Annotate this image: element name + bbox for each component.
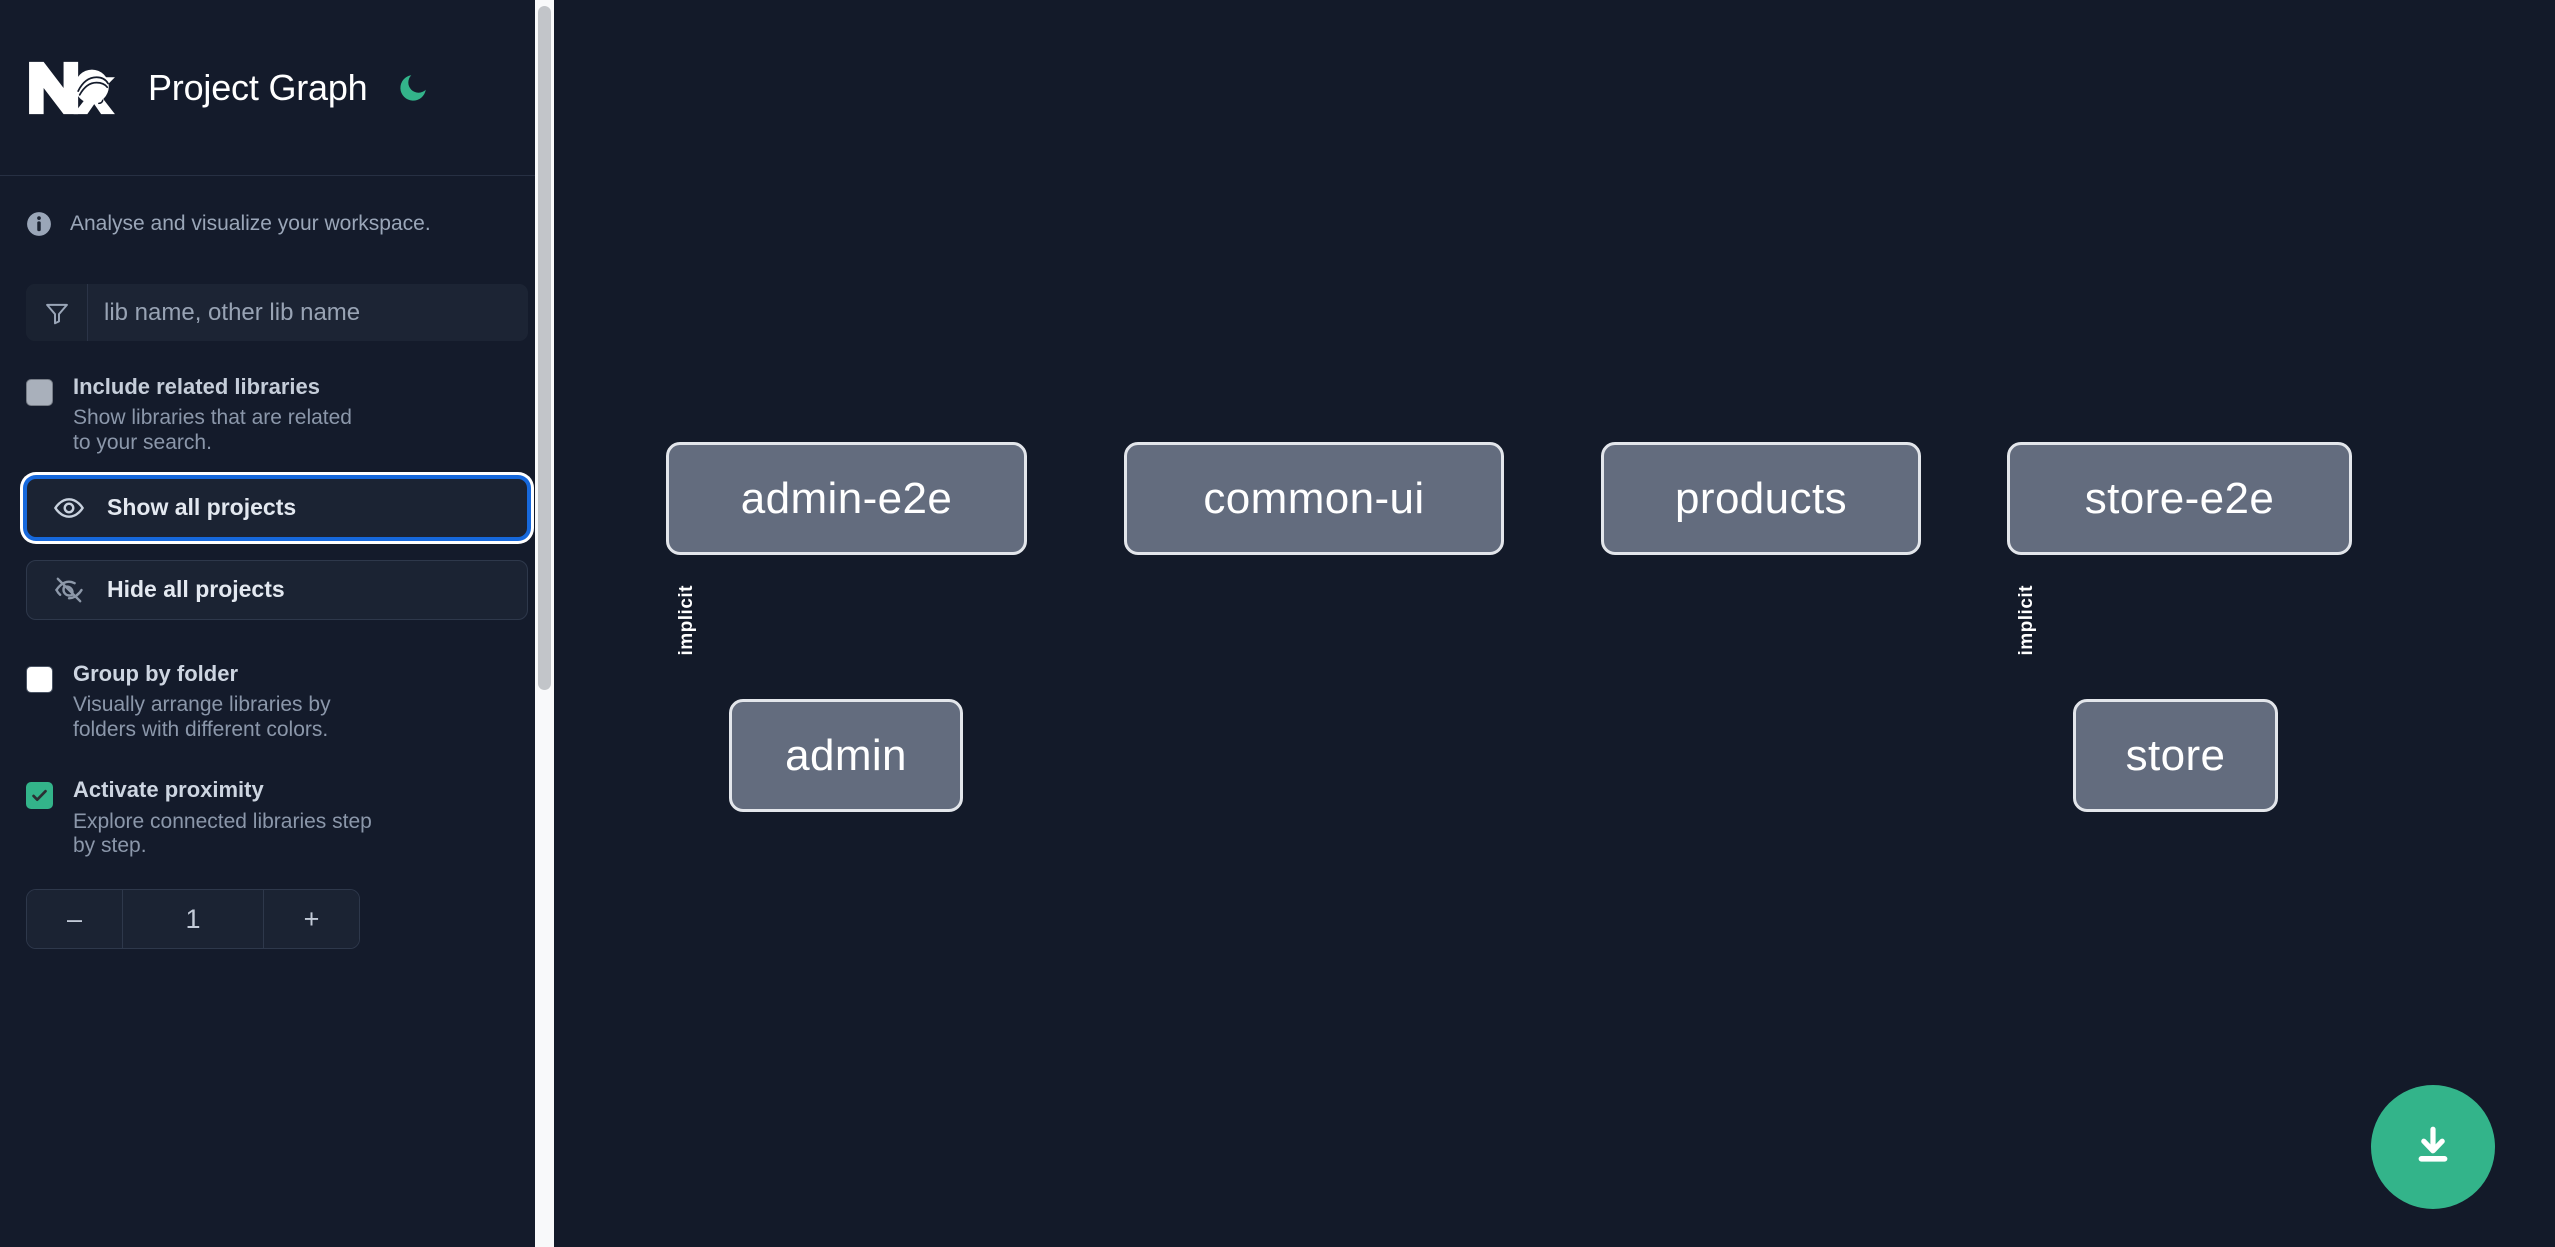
graph-node-admin-e2e[interactable]: admin-e2e <box>666 442 1027 555</box>
show-all-projects-button[interactable]: Show all projects <box>26 477 528 538</box>
option-group-by-folder[interactable]: Group by folder Visually arrange librari… <box>26 660 528 743</box>
proximity-stepper[interactable]: – 1 + <box>26 889 360 950</box>
funnel-icon <box>26 284 88 341</box>
option-text: Activate proximity Explore connected lib… <box>73 778 373 859</box>
hide-all-projects-button[interactable]: Hide all projects <box>26 559 528 620</box>
show-all-projects-label: Show all projects <box>107 494 297 521</box>
workspace-tagline: Analyse and visualize your workspace. <box>0 176 554 272</box>
option-label: Include related libraries <box>73 374 320 399</box>
edge-label-store-implicit: implicit <box>2016 585 2037 656</box>
filter-input[interactable] <box>88 284 528 341</box>
sidebar-scrollbar-thumb[interactable] <box>538 6 551 690</box>
page-title: Project Graph <box>148 66 368 108</box>
nx-logo-icon <box>26 57 118 119</box>
eye-icon <box>53 492 85 524</box>
sidebar-scrollbar[interactable] <box>535 0 554 1247</box>
option-description: Explore connected libraries step by step… <box>73 809 372 858</box>
option-label: Group by folder <box>73 660 238 686</box>
download-button[interactable] <box>2371 1085 2495 1209</box>
tagline-text: Analyse and visualize your workspace. <box>70 212 431 235</box>
proximity-decrement-button[interactable]: – <box>27 890 123 949</box>
sidebar: Project Graph Analyse and visualize your… <box>0 0 554 1247</box>
option-text: Group by folder Visually arrange librari… <box>73 660 373 743</box>
graph-node-products[interactable]: products <box>1601 442 1921 555</box>
project-graph-canvas[interactable]: implicit implicit admin-e2e common-ui pr… <box>554 0 2555 1247</box>
graph-edges <box>554 0 854 150</box>
hide-all-projects-label: Hide all projects <box>107 576 285 603</box>
proximity-increment-button[interactable]: + <box>263 890 359 949</box>
option-label: Activate proximity <box>73 777 264 803</box>
graph-node-store[interactable]: store <box>2073 699 2278 812</box>
option-include-related-libraries[interactable]: Include related libraries Show libraries… <box>26 374 528 456</box>
graph-node-admin[interactable]: admin <box>729 699 963 812</box>
proximity-value: 1 <box>123 890 263 949</box>
checkmark-icon <box>32 790 47 802</box>
eye-off-icon <box>53 574 85 606</box>
include-related-libraries-checkbox[interactable] <box>26 379 53 406</box>
moon-icon[interactable] <box>394 69 432 107</box>
option-description: Visually arrange libraries by folders wi… <box>73 692 331 741</box>
option-activate-proximity[interactable]: Activate proximity Explore connected lib… <box>26 778 528 859</box>
option-description: Show libraries that are related to your … <box>73 406 352 454</box>
graph-node-common-ui[interactable]: common-ui <box>1124 442 1504 555</box>
download-icon <box>2409 1122 2457 1173</box>
graph-node-store-e2e[interactable]: store-e2e <box>2007 442 2352 555</box>
filter-field[interactable] <box>26 284 528 341</box>
option-text: Include related libraries Show libraries… <box>73 374 373 456</box>
sidebar-header: Project Graph <box>0 0 554 176</box>
activate-proximity-checkbox[interactable] <box>26 782 53 810</box>
sidebar-body: Include related libraries Show libraries… <box>0 284 554 950</box>
info-icon <box>26 211 52 237</box>
group-by-folder-checkbox[interactable] <box>26 665 53 693</box>
edge-label-admin-implicit: implicit <box>676 585 697 656</box>
